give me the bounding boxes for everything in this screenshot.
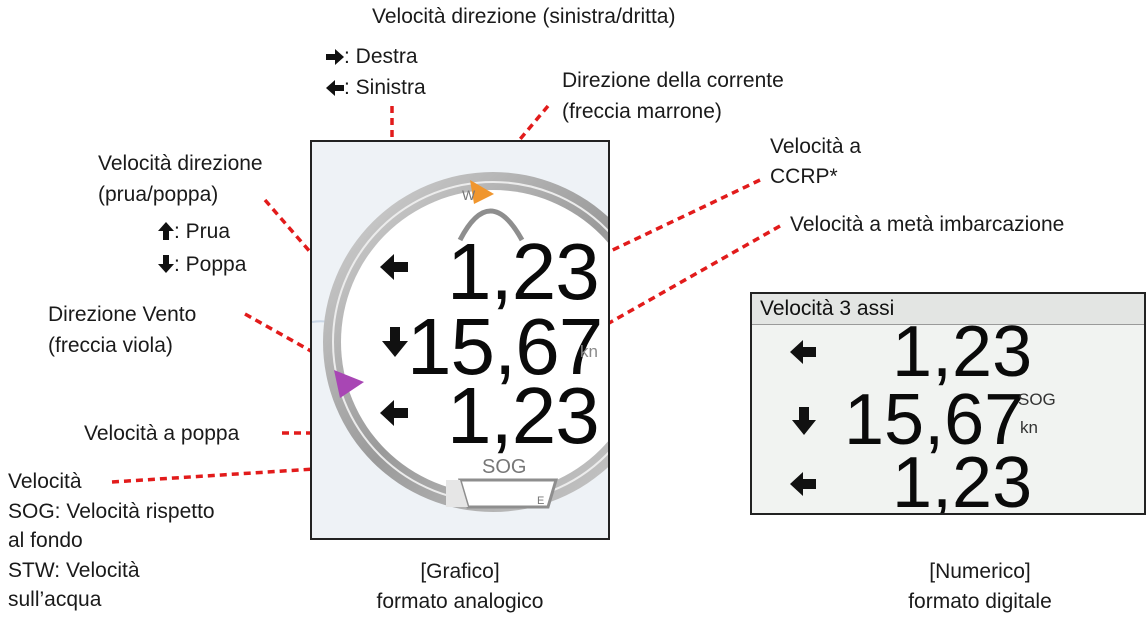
label-speed-4: STW: Velocità [8,559,140,582]
analog-source-label: SOG [482,456,527,478]
arrow-right-icon [326,49,344,65]
analog-value-midship: 15,67 [407,302,603,391]
legend-right: : Destra [326,43,418,70]
analog-speed-display: W N E 1,23 15,67 kn 1,23 SOG [310,140,610,540]
analog-value-ccrp: 1,23 [447,227,600,316]
digital-unit: kn [1020,418,1038,437]
digital-value-ccrp: 1,23 [892,312,1033,392]
caption-graphic-1: [Grafico] [420,560,500,583]
label-speed-3: al fondo [8,529,83,552]
analog-value-stern: 1,23 [447,371,600,460]
legend-left: : Sinistra [326,74,426,101]
digital-source-label: SOG [1018,390,1056,409]
label-dir-speed-fa-1: Velocità direzione [98,152,263,175]
digital-row1-left-arrow-icon [790,340,816,364]
compass-w-letter: W [462,187,476,203]
digital-value-stern: 1,23 [892,443,1033,515]
caption-numeric-1: [Numerico] [929,560,1031,583]
legend-bow: : Prua [158,218,230,245]
label-speed-ccrp-2: CCRP* [770,165,838,188]
label-speed-2: SOG: Velocità rispetto [8,500,215,523]
label-dir-speed-fa-2: (prua/poppa) [98,183,219,206]
digital-row3-left-arrow-icon [790,472,816,496]
digital-row2-down-arrow-icon [792,407,816,435]
legend-stern: : Poppa [158,251,246,278]
analog-unit: kn [580,342,598,361]
ship-bow-outline [457,208,525,242]
analog-row2-down-arrow-icon [382,327,408,357]
legend-stern-text: : Poppa [174,253,247,276]
label-speed-5: sull’acqua [8,588,102,611]
digital-value-midship: 15,67 [844,380,1025,460]
label-speed-ccrp-1: Velocità a [770,135,862,158]
wind-direction-arrow-icon [334,370,364,398]
label-speed-mid: Velocità a metà imbarcazione [790,213,1065,236]
caption-graphic-2: formato analogico [376,590,544,613]
arrow-down-icon [158,255,174,273]
legend-bow-text: : Prua [174,220,231,243]
label-dir-speed-lr: Velocità direzione (sinistra/dritta) [372,5,676,28]
label-speed-stern: Velocità a poppa [84,422,240,445]
label-speed-1: Velocità [8,470,82,493]
arrow-up-icon [158,222,174,240]
caption-numeric-2: formato digitale [908,590,1052,613]
source-box-left-shade [446,480,468,507]
arrow-left-icon [326,80,344,96]
callout-speed-ccrp [597,178,761,259]
analog-row3-left-arrow-icon [380,400,408,426]
digital-panel-title: Velocità 3 assi [752,294,1144,325]
legend-right-text: : Destra [344,45,418,68]
legend-left-text: : Sinistra [344,76,426,99]
label-current-dir-1: Direzione della corrente [562,69,784,92]
source-box-frame [457,478,559,509]
digital-speed-display: Velocità 3 assi 1,23 15,67 SOG kn 1,23 [750,292,1146,515]
svg-text:E: E [537,495,544,507]
analog-row1-left-arrow-icon [380,254,408,280]
label-wind-dir-1: Direzione Vento [48,303,197,326]
callout-speed-mid [587,224,781,337]
label-current-dir-2: (freccia marrone) [562,100,722,123]
label-wind-dir-2: (freccia viola) [48,334,173,357]
current-direction-arrow-icon [470,180,494,204]
